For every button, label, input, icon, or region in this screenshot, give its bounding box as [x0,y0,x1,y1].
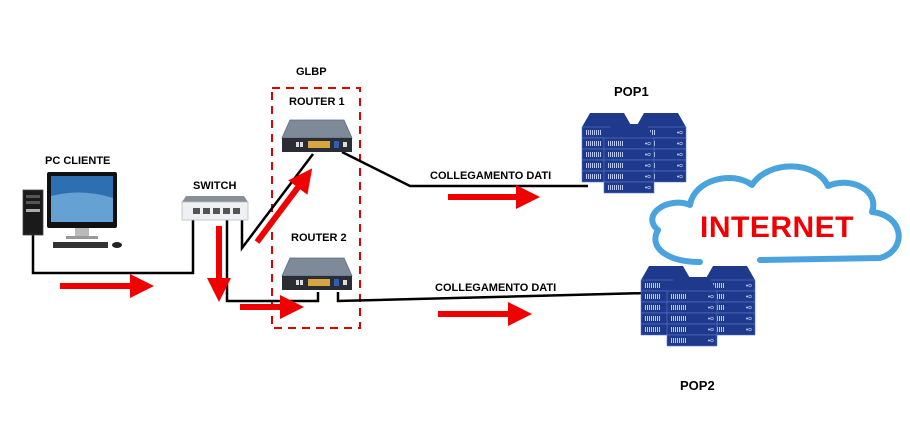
router-2-icon [281,257,353,291]
pc-cliente-label: PC CLIENTE [45,155,111,167]
desktop-computer-icon [22,172,122,248]
link-label-router2-pop2: COLLEGAMENTO DATI [435,282,557,294]
pop1-label: POP1 [614,84,649,99]
pop2-server-icon [641,266,755,346]
switch-label: SWITCH [193,180,237,192]
glbp-label: GLBP [296,66,327,78]
internet-label: INTERNET [700,211,854,244]
network-switch-icon [181,196,249,221]
link-label-router1-pop1: COLLEGAMENTO DATI [430,170,552,182]
cable-router2-pop2 [336,291,649,303]
router-1-label: ROUTER 1 [289,96,345,108]
cable-switch-router2 [225,215,320,303]
router-2-label: ROUTER 2 [291,232,347,244]
traffic-arrow-to-router1 [254,168,313,244]
pop1-server-icon [582,113,686,193]
pop2-label: POP2 [680,378,715,393]
router-1-icon [281,119,353,153]
cable-pc-switch [31,215,195,275]
cloud-icon [649,163,902,265]
